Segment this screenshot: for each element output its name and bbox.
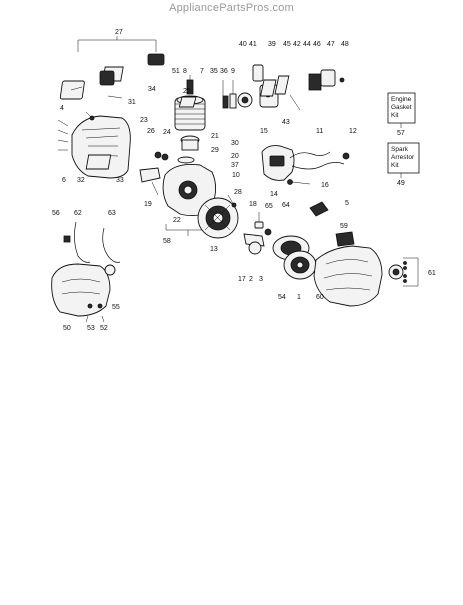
air-filter-assembly [59,36,165,100]
callout-55: 55 [112,304,120,311]
callout-62: 62 [74,210,82,217]
callout-53: 53 [87,325,95,332]
fan-housing [313,231,419,307]
callout-43: 43 [282,119,290,126]
intake-assembly [178,80,253,109]
kit-1-line2: Gasket [391,104,412,111]
callout-47: 47 [327,41,335,48]
callout-7: 7 [200,68,204,75]
callout-23: 23 [140,117,148,124]
carburetor-assembly [252,64,345,111]
callout-10: 10 [232,172,240,179]
callout-9: 9 [231,68,235,75]
kit-2-line2: Arrestor [391,154,415,161]
callout-3: 3 [259,276,263,283]
callout-25: 25 [183,88,191,95]
kit-2-number: 49 [397,180,405,187]
callout-58: 58 [163,238,171,245]
kit-1-line1: Engine [391,96,412,103]
kit-2-line3: Kit [391,162,399,169]
callout-6: 6 [62,177,66,184]
callout-24: 24 [163,129,171,136]
callout-48: 48 [341,41,349,48]
callout-8: 8 [183,68,187,75]
callout-52: 52 [100,325,108,332]
callout-36: 36 [220,68,228,75]
callout-54: 54 [278,294,286,301]
callout-19: 19 [144,201,152,208]
callout-61: 61 [428,270,436,277]
kit-box-spark-arrestor: Spark Arrestor Kit 49 [387,142,420,187]
callout-21: 21 [211,133,219,140]
callout-51: 51 [172,68,180,75]
callout-37: 37 [231,162,239,169]
kit-1-number: 57 [397,130,405,137]
callout-1: 1 [297,294,301,301]
callout-46: 46 [313,41,321,48]
callout-63: 63 [108,210,116,217]
callout-60: 60 [316,294,324,301]
callout-17: 17 [238,276,246,283]
callout-33: 33 [116,177,124,184]
callout-32: 32 [77,177,85,184]
callout-40: 40 [239,41,247,48]
callout-34: 34 [148,86,156,93]
fuel-tank-assembly [51,221,121,323]
kit-2-line1: Spark [391,146,409,153]
watermark: AppliancePartsPros.com [169,2,294,14]
callout-16: 16 [321,182,329,189]
callout-42: 42 [293,41,301,48]
callout-18: 18 [249,201,257,208]
callout-59: 59 [340,223,348,230]
callout-12: 12 [349,128,357,135]
callout-39: 39 [268,41,276,48]
cylinder-assembly [154,75,206,164]
callout-65: 65 [265,203,273,210]
callout-15: 15 [260,128,268,135]
callout-14: 14 [270,191,278,198]
callout-11: 11 [316,128,323,135]
callout-4: 4 [60,105,64,112]
callout-28: 28 [234,189,242,196]
kit-1-line3: Kit [391,112,399,119]
callout-56: 56 [52,210,60,217]
ignition-module [261,145,350,185]
callout-31: 31 [128,99,136,106]
callout-20: 20 [231,153,239,160]
callout-41: 41 [249,41,257,48]
callout-13: 13 [210,246,218,253]
callout-64: 64 [282,202,290,209]
starter-assembly [243,201,329,280]
callout-2: 2 [249,276,253,283]
callout-22: 22 [173,217,181,224]
callout-35: 35 [210,68,218,75]
callout-27: 27 [115,29,123,36]
callout-26: 26 [147,128,155,135]
callout-30: 30 [231,140,239,147]
flywheel [197,194,239,239]
crankcase [139,164,217,236]
callout-45: 45 [283,41,291,48]
callout-44: 44 [303,41,311,48]
callout-5: 5 [345,200,349,207]
callout-50: 50 [63,325,71,332]
engine-cover [57,111,131,179]
callout-29: 29 [211,147,219,154]
kit-box-engine-gasket: Engine Gasket Kit 57 [387,92,416,137]
